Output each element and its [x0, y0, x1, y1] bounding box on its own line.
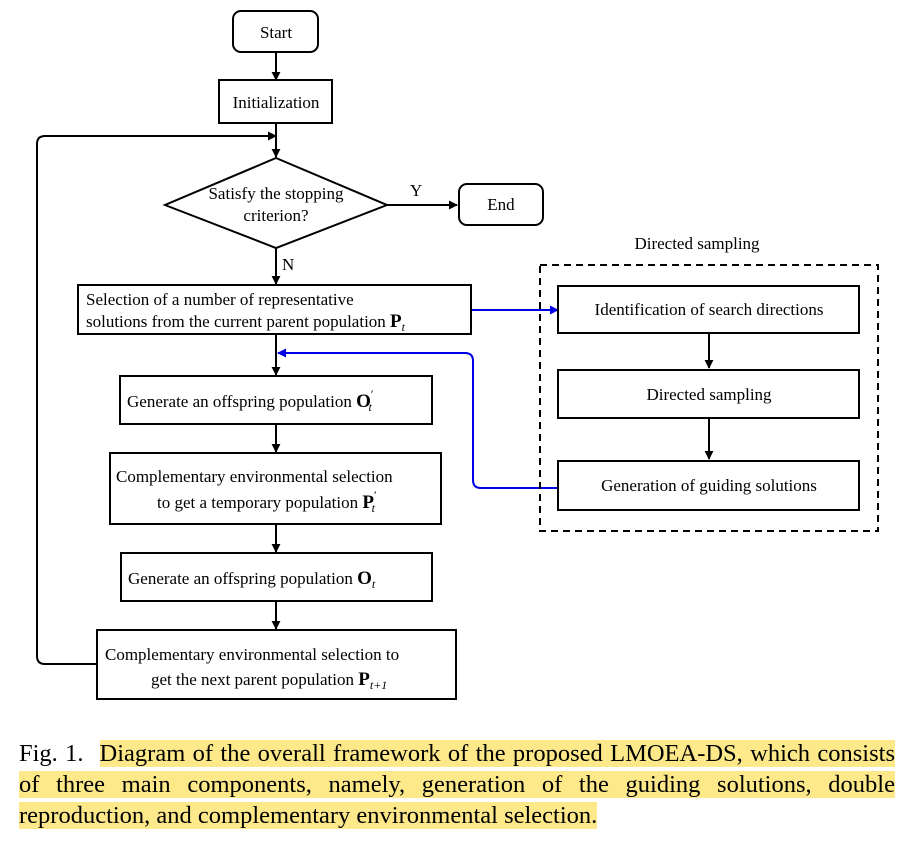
ds-box-sampling-label: Directed sampling [646, 385, 772, 404]
symbol-P: P [362, 492, 374, 513]
start-label: Start [260, 23, 292, 42]
comp1-label-2: to get a temporary population P′t [157, 488, 377, 515]
comp1-label-1: Complementary environmental selection [116, 467, 393, 486]
loop-back-arrow [36, 131, 277, 665]
subscript-t: t [372, 577, 376, 591]
feedback-connectors [277, 305, 559, 489]
gen2-label: Generate an offspring population Ot [128, 568, 376, 591]
gen2-label-text: Generate an offspring population [128, 569, 353, 588]
ds-box-guiding [557, 460, 860, 511]
subscript-t: t [402, 320, 406, 334]
subscript-t: t [369, 400, 373, 414]
symbol-P: P [358, 669, 370, 690]
arrow-guiding-to-flow [277, 348, 558, 489]
comp2-label-2: get the next parent population Pt+1 [151, 669, 387, 692]
symbol-O: O [356, 391, 371, 412]
decision-label-1: Satisfy the stopping [208, 184, 344, 203]
gen2-node [120, 552, 433, 602]
subscript-t: t [372, 501, 376, 515]
comp2-node [96, 629, 457, 700]
comp1-node [109, 452, 442, 525]
select-label-2-text: solutions from the current parent popula… [86, 312, 386, 331]
figure-caption: Fig. 1.Diagram of the overall framework … [19, 738, 895, 831]
comp2-label-1: Complementary environmental selection to [105, 645, 399, 664]
ds-box-directions-label: Identification of search directions [595, 300, 824, 319]
comp2-label-2-text: get the next parent population [151, 670, 354, 689]
symbol-O: O [357, 568, 372, 589]
ds-box-directions [557, 285, 860, 334]
gen1-label-text: Generate an offspring population [127, 392, 352, 411]
figure-caption-text: Diagram of the overall framework of the … [19, 740, 895, 829]
start-node [232, 10, 319, 53]
yes-label: Y [410, 181, 422, 200]
end-label: End [487, 195, 515, 214]
prime-mark: ′ [374, 488, 377, 502]
ds-box-guiding-label: Generation of guiding solutions [601, 476, 817, 495]
directed-sampling-title: Directed sampling [634, 234, 760, 253]
end-node [458, 183, 544, 226]
init-node [218, 79, 333, 124]
decision-node [162, 156, 390, 250]
subscript-t-plus-1: t+1 [370, 678, 387, 692]
select-label-1: Selection of a number of representative [86, 290, 354, 309]
no-label: N [282, 255, 294, 274]
symbol-P: P [390, 311, 402, 332]
gen1-label: Generate an offspring population O′t [127, 387, 374, 414]
gen1-node [119, 375, 433, 425]
init-label: Initialization [233, 93, 320, 112]
directed-sampling-frame [539, 264, 879, 532]
decision-label-2: criterion? [243, 206, 308, 225]
select-node [77, 284, 472, 335]
select-label-2: solutions from the current parent popula… [86, 311, 406, 334]
comp1-label-2-text: to get a temporary population [157, 493, 359, 512]
prime-mark: ′ [371, 387, 374, 401]
figure-label: Fig. 1. [19, 740, 84, 767]
ds-box-sampling [557, 369, 860, 419]
main-connectors [36, 52, 714, 665]
